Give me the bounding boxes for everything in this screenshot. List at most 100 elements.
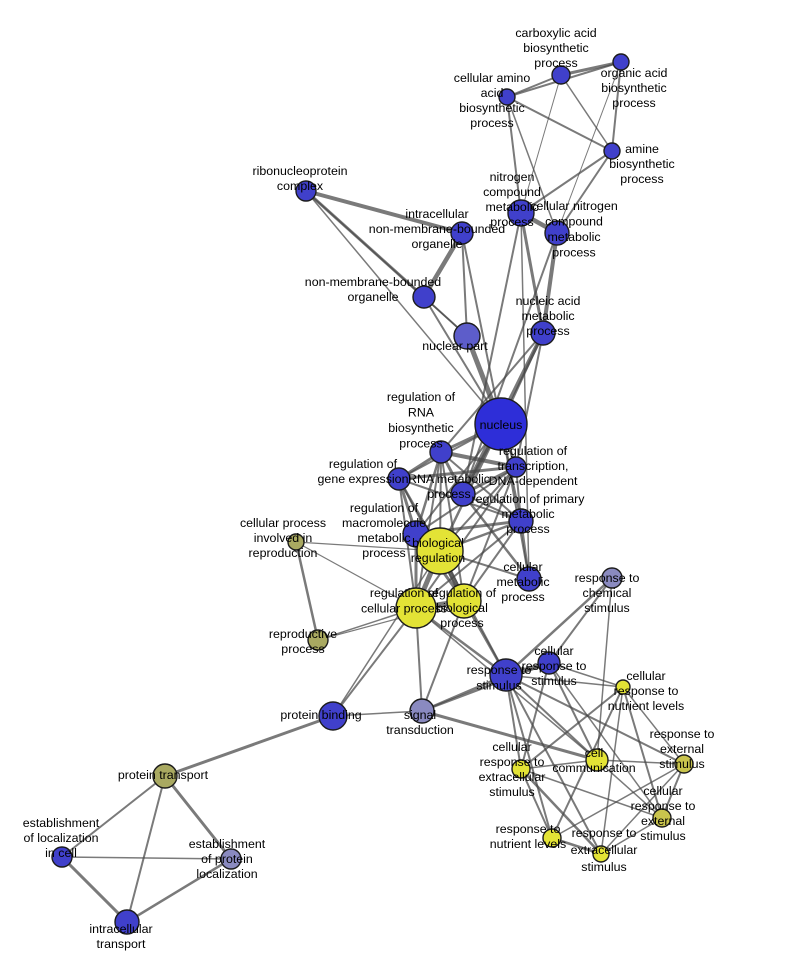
edge-crs-st[interactable]: [420, 661, 551, 713]
node-oab[interactable]: [612, 53, 630, 71]
edge-crnl-res[interactable]: [622, 686, 685, 765]
edge-rnp-nuc[interactable]: [305, 190, 502, 425]
node-st[interactable]: [409, 698, 435, 724]
node-rcs[interactable]: [601, 567, 623, 589]
edge-crnl-rexs[interactable]: [600, 686, 624, 855]
edge-inmo-nmo[interactable]: [421, 230, 465, 300]
edge-crs-crnl[interactable]: [548, 662, 624, 688]
edge-rexs-crex[interactable]: [600, 817, 663, 855]
edge-pt-it[interactable]: [126, 775, 166, 923]
node-amb[interactable]: [603, 142, 621, 160]
edge-crnl-crex[interactable]: [622, 686, 663, 819]
node-cncm[interactable]: [544, 220, 570, 246]
node-pt[interactable]: [152, 763, 178, 789]
node-rpm[interactable]: [508, 508, 534, 534]
node-cres[interactable]: [511, 759, 531, 779]
edge-rs-res[interactable]: [505, 674, 685, 765]
edge-crnl-cres[interactable]: [520, 686, 624, 770]
node-br[interactable]: [416, 527, 464, 575]
edge-rtd-rcp[interactable]: [415, 466, 517, 609]
edge-cab-amb[interactable]: [560, 74, 613, 152]
node-inmo[interactable]: [450, 221, 474, 245]
node-crs[interactable]: [537, 651, 561, 675]
edge-rnp-inmo[interactable]: [304, 189, 464, 235]
edge-cc-res[interactable]: [596, 759, 685, 765]
edge-caab-ncm[interactable]: [506, 96, 522, 214]
node-ncm[interactable]: [507, 199, 535, 227]
node-rexs[interactable]: [592, 845, 610, 863]
node-elc[interactable]: [51, 846, 73, 868]
edge-cab-ncm[interactable]: [520, 74, 562, 214]
node-cc[interactable]: [585, 748, 609, 772]
edge-crs-rcs[interactable]: [548, 577, 613, 664]
node-cab[interactable]: [551, 65, 571, 85]
edge-cpr-br[interactable]: [295, 541, 441, 552]
edge-inmo-nuc[interactable]: [461, 232, 502, 425]
edge-cncm-rmp[interactable]: [462, 232, 558, 495]
edge-rcs-cc[interactable]: [596, 577, 613, 761]
node-np[interactable]: [453, 322, 481, 350]
edge-rmp-cmp[interactable]: [461, 492, 531, 581]
node-pb[interactable]: [318, 701, 348, 731]
edge-crs-crex[interactable]: [548, 662, 663, 819]
edge-crs-cres[interactable]: [520, 662, 550, 770]
edge-res-rexs[interactable]: [600, 763, 685, 855]
node-rp[interactable]: [307, 629, 329, 651]
node-rnl[interactable]: [542, 828, 562, 848]
edge-elc-it[interactable]: [60, 855, 129, 924]
edge-cncm-nam[interactable]: [541, 231, 559, 335]
node-cmp[interactable]: [516, 566, 542, 592]
edge-oab-cncm[interactable]: [556, 61, 622, 234]
edge-oab-amb[interactable]: [611, 61, 622, 152]
edge-rp-rbp[interactable]: [317, 600, 465, 641]
node-cpr[interactable]: [287, 533, 305, 551]
edge-epl-it[interactable]: [125, 857, 233, 924]
edge-st-rbp[interactable]: [421, 600, 465, 712]
edge-rpm-rcp[interactable]: [415, 520, 522, 609]
edge-nam-rrb[interactable]: [440, 332, 544, 453]
node-rcp[interactable]: [395, 587, 437, 629]
edge-rs-rnl[interactable]: [505, 674, 553, 839]
edge-rtd-rbp[interactable]: [463, 466, 517, 602]
edge-nam-rtd[interactable]: [515, 332, 544, 468]
edge-amb-ncm[interactable]: [520, 150, 613, 214]
edge-caab-amb[interactable]: [506, 96, 613, 152]
node-nmo[interactable]: [412, 285, 436, 309]
edge-amb-cncm[interactable]: [556, 150, 613, 234]
edge-ncm-rmp[interactable]: [462, 212, 522, 495]
node-rrb[interactable]: [429, 440, 453, 464]
edge-pb-rcp[interactable]: [332, 607, 417, 717]
edge-rnl-cres[interactable]: [520, 768, 553, 839]
edge-cc-crex[interactable]: [596, 759, 663, 819]
node-rs[interactable]: [489, 658, 523, 692]
node-res[interactable]: [674, 754, 694, 774]
node-epl[interactable]: [220, 848, 242, 870]
edge-rs-cc[interactable]: [505, 674, 598, 761]
edge-rs-rcs[interactable]: [504, 576, 614, 677]
node-crex[interactable]: [652, 808, 672, 828]
node-rmp[interactable]: [450, 481, 476, 507]
node-rtd[interactable]: [505, 456, 527, 478]
edge-rrb-rtd[interactable]: [439, 450, 518, 469]
node-crnl[interactable]: [615, 679, 631, 695]
node-rnp[interactable]: [295, 180, 317, 202]
node-rbp[interactable]: [446, 583, 482, 619]
edge-cpr-rcp[interactable]: [295, 541, 417, 609]
edge-inmo-np[interactable]: [461, 232, 468, 337]
edge-pb-br[interactable]: [332, 550, 441, 717]
edge-pb-st[interactable]: [332, 710, 423, 717]
edge-caab-cncm[interactable]: [506, 96, 558, 234]
edge-cc-cres[interactable]: [520, 759, 598, 770]
edge-res-crex[interactable]: [661, 763, 685, 819]
edge-pb-pt[interactable]: [163, 714, 335, 778]
node-nam[interactable]: [530, 320, 556, 346]
edge-pt-epl[interactable]: [163, 774, 233, 861]
edge-rexs-cres[interactable]: [519, 767, 603, 856]
edge-pt-elc[interactable]: [61, 775, 166, 858]
node-it[interactable]: [114, 909, 140, 935]
edge-cpr-rp[interactable]: [294, 540, 320, 642]
edge-rtd-rge[interactable]: [397, 465, 518, 481]
edge-cc-st[interactable]: [420, 709, 599, 762]
edge-ncm-nam[interactable]: [519, 211, 545, 335]
